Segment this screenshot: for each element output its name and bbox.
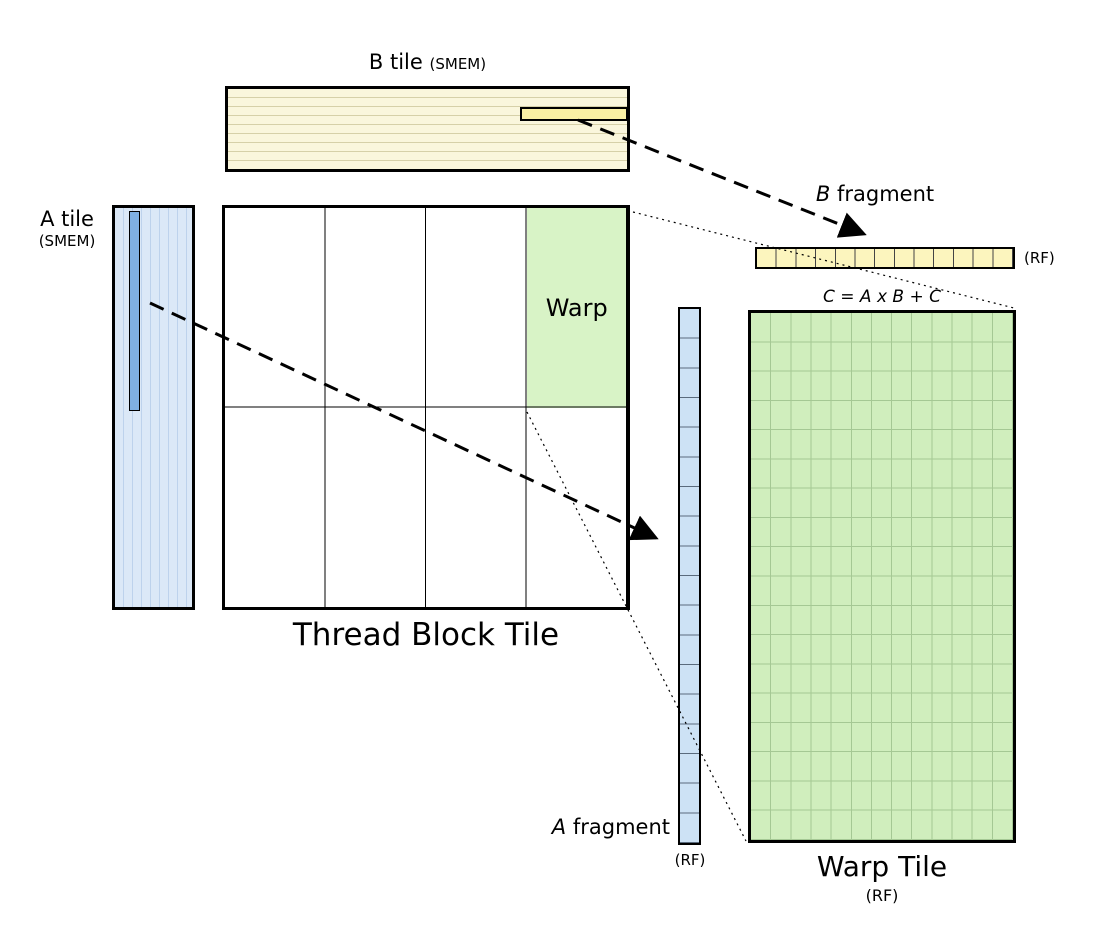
- a-fragment-strip: [678, 307, 701, 845]
- b-fragment-rf-label: (RF): [1024, 249, 1055, 267]
- warp-tile-label: Warp Tile: [816, 850, 948, 883]
- a-tile-title: A tile: [40, 207, 94, 231]
- b-fragment-strip: [755, 247, 1015, 269]
- a-fragment-rf-label: (RF): [674, 851, 706, 869]
- warp-cell: Warp: [526, 208, 627, 408]
- gemm-equation: C = A x B + C: [822, 287, 941, 307]
- b-tile-selected-strip: [520, 107, 628, 121]
- a-fragment-rest: fragment: [566, 815, 670, 839]
- b-tile-mem-label: (SMEM): [429, 55, 487, 73]
- a-fragment-label: A fragment: [535, 815, 670, 839]
- b-tile-label: B tile (SMEM): [225, 50, 630, 74]
- warp-tile-rf-label: (RF): [865, 886, 899, 905]
- b-fragment-label: B fragment: [760, 182, 990, 206]
- a-tile-label: A tile (SMEM): [26, 207, 108, 250]
- a-tile-mem-label: (SMEM): [38, 232, 96, 251]
- a-fragment-italic: A: [551, 815, 567, 839]
- thread-block-tile-label: Thread Block Tile: [292, 617, 560, 653]
- b-tile-smem: [225, 86, 630, 172]
- warp-tile: [748, 310, 1016, 843]
- a-tile-selected-strip: [129, 211, 140, 411]
- a-tile-smem: [112, 205, 195, 610]
- b-fragment-rest: fragment: [830, 182, 935, 206]
- thread-block-tile: Warp: [222, 205, 630, 610]
- b-tile-title: B tile: [368, 50, 423, 74]
- b-fragment-italic: B: [815, 182, 831, 206]
